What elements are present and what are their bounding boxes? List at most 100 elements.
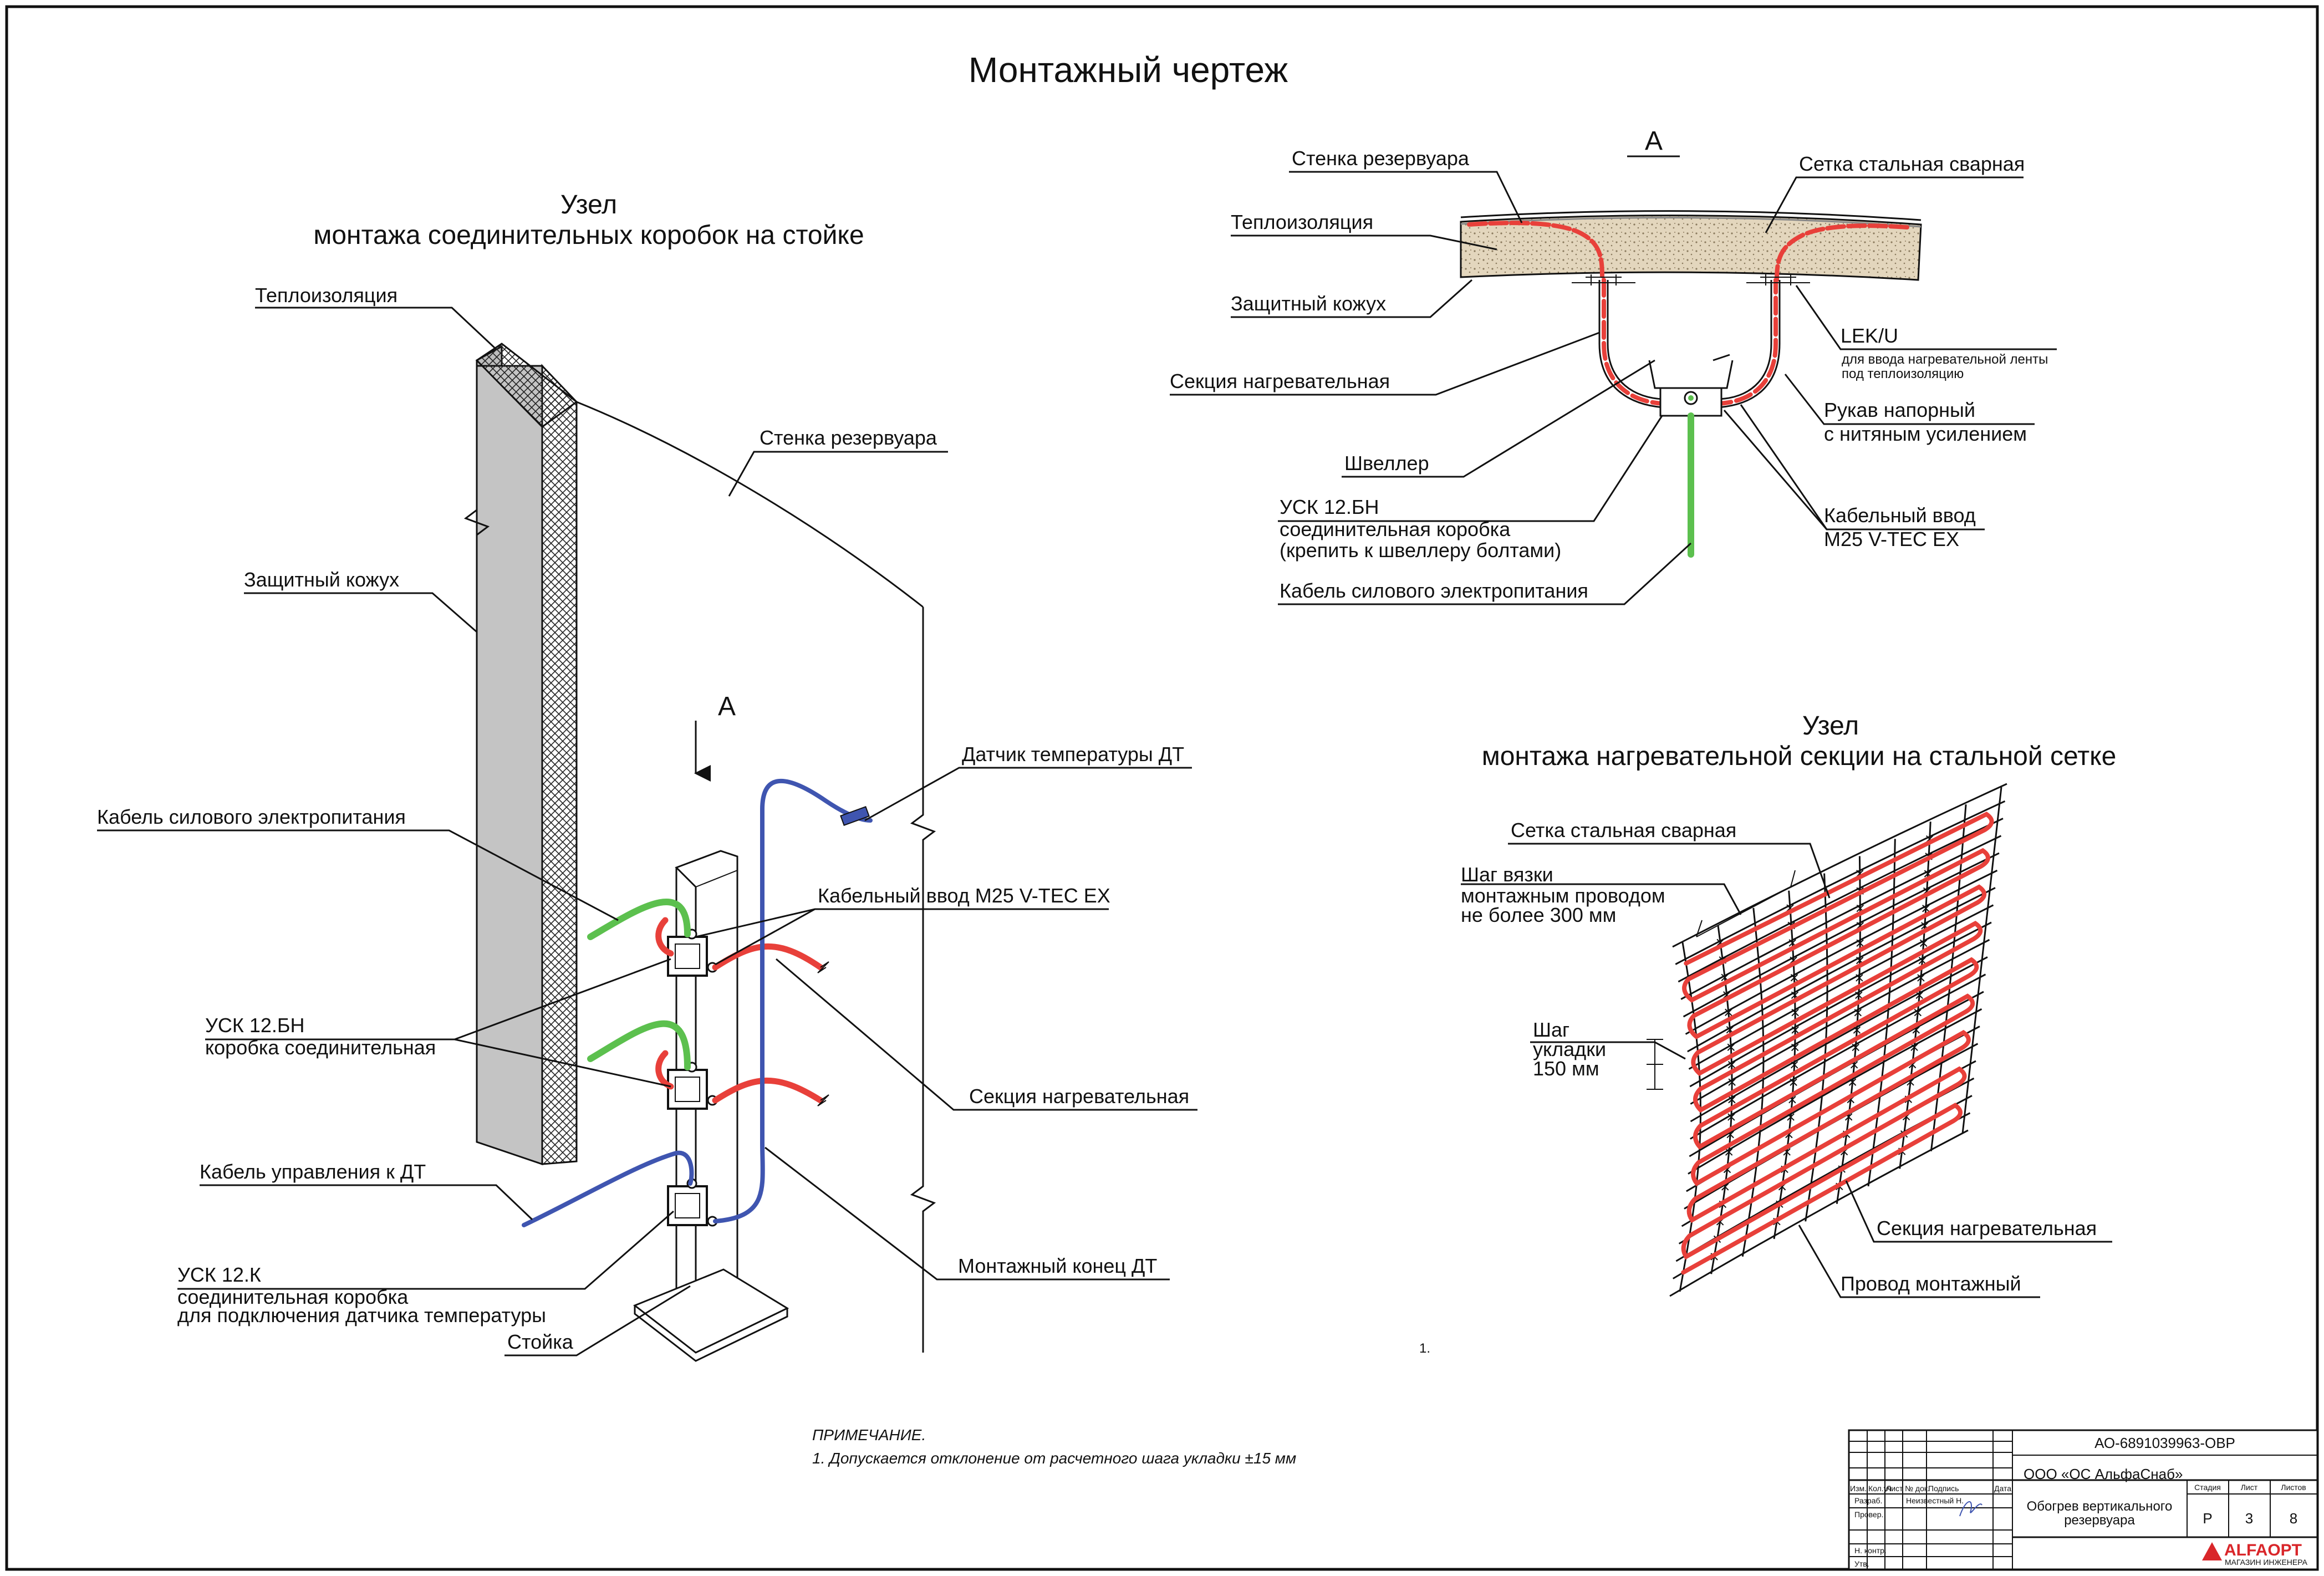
mesh-tie-mark — [1918, 956, 1927, 965]
mesh-tie-mark — [1856, 939, 1864, 947]
lbl-a-lek-sub1: для ввода нагревательной ленты — [1842, 352, 2048, 367]
lbl-a-usk-2: соединительная коробка — [1280, 518, 1511, 540]
view-letter: А — [718, 692, 736, 721]
mesh-tie-mark — [1728, 1078, 1736, 1086]
lbl-insulation: Теплоизоляция — [255, 284, 397, 307]
lbl-a-gland-1: Кабельный ввод — [1824, 504, 1976, 527]
heating-cable-2 — [712, 1077, 824, 1104]
left-node-title-2: монтажа соединительных коробок на стойке — [313, 221, 864, 250]
mesh-vertical-bar — [1961, 787, 2002, 1134]
temp-sensor — [840, 806, 870, 826]
lbl-m-lay-3: 150 мм — [1533, 1057, 1599, 1080]
mesh-node-title-2: монтажа нагревательной секции на стально… — [1482, 742, 2117, 771]
view-a: А Стенка резервуара Сетка стальная сварн… — [1170, 126, 2057, 605]
lbl-a-lek-sub2: под теплоизоляцию — [1842, 366, 1964, 381]
lbl-m-tie-3: не более 300 мм — [1461, 904, 1616, 926]
stamp-row-5: Утв. — [1854, 1559, 1869, 1568]
stamp-row-1: Разраб. — [1854, 1496, 1882, 1505]
mesh-tie-mark — [1853, 1026, 1861, 1034]
view-a-letter: А — [1645, 126, 1663, 156]
lbl-cable-gland: Кабельный ввод M25 V-TEC EX — [818, 884, 1110, 907]
mesh-horizontal-bar — [1687, 887, 1996, 1053]
note-header: ПРИМЕЧАНИЕ. — [812, 1426, 926, 1444]
mesh-tie-mark — [1727, 1060, 1736, 1069]
stamp-stage-label: Стадия — [2194, 1483, 2221, 1492]
lbl-a-channel: Швеллер — [1344, 452, 1429, 475]
mesh-heating-path — [1681, 812, 1994, 1275]
stamp-company: ООО «ОС АльфаСнаб» — [2024, 1466, 2183, 1482]
mesh-tie-mark — [1790, 1061, 1798, 1069]
lbl-a-tank-wall: Стенка резервуара — [1292, 147, 1470, 170]
mesh-horizontal-bar — [1672, 783, 2007, 948]
heating-in-hose — [1602, 278, 1778, 406]
lbl-m-wire: Провод монтажный — [1841, 1272, 2021, 1295]
mesh-horizontal-bar — [1688, 904, 1994, 1070]
lbl-m-lay-2: укладки — [1533, 1038, 1606, 1060]
stamp-sheet: 3 — [2245, 1510, 2253, 1527]
mesh-tie-mark — [1787, 1113, 1795, 1121]
lbl-a-casing: Защитный кожух — [1231, 292, 1386, 315]
mesh-tie-mark — [1855, 991, 1863, 999]
stamp-col-header: Дата — [1994, 1484, 2011, 1493]
stamp-col-header: № док. — [1905, 1484, 1930, 1493]
lbl-heating-section: Секция нагревательная — [969, 1085, 1189, 1108]
lbl-a-usk-1: УСК 12.БН — [1280, 496, 1379, 518]
mesh-tie-mark — [1914, 1008, 1922, 1017]
mesh-tie-mark — [1791, 1026, 1799, 1034]
lbl-m-lay-1: Шаг — [1533, 1018, 1569, 1041]
lbl-a-insulation: Теплоизоляция — [1231, 211, 1373, 233]
casing-front — [476, 365, 543, 1166]
mesh-horizontal-bar — [1685, 869, 1998, 1035]
lbl-post: Стойка — [507, 1330, 574, 1353]
mesh-tie-mark — [1915, 991, 1923, 999]
alfaopt-logo: ALFAOPT МАГАЗИН ИНЖЕНЕРА — [2202, 1541, 2308, 1567]
stamp-sheets: 8 — [2290, 1510, 2297, 1527]
heating-cable-1 — [712, 943, 824, 971]
mesh-tie-mark — [1791, 1043, 1799, 1052]
lbl-a-hose-2: с нитяным усилением — [1824, 422, 2027, 445]
stamp-object-1: Обогрев вертикального — [2027, 1499, 2173, 1514]
stamp-developer: Неизвестный Н. — [1906, 1496, 1964, 1505]
mesh-tie-mark — [1848, 1078, 1857, 1086]
mesh-tie-mark — [1922, 905, 1930, 912]
lbl-usk-k-1: УСК 12.К — [177, 1263, 261, 1286]
note-line-1: 1. Допускается отклонение от расчетного … — [812, 1450, 1296, 1467]
mesh-horizontal-bar — [1678, 818, 2004, 983]
insulation-strip — [541, 364, 578, 1165]
mesh-node: Узел монтажа нагревательной секции на ст… — [1461, 711, 2117, 1298]
power-cable-2 — [587, 1020, 691, 1070]
stray-mark: 1. — [1419, 1341, 1430, 1356]
lbl-a-usk-3: (крепить к швеллеру болтами) — [1280, 539, 1561, 562]
mesh-horizontal-bar — [1689, 921, 1992, 1088]
lbl-a-power-cable: Кабель силового электропитания — [1280, 579, 1588, 602]
control-cable — [522, 1150, 694, 1227]
mesh-tie-mark — [1727, 1043, 1735, 1051]
lbl-m-tie-2: монтажным проводом — [1461, 884, 1665, 907]
stamp-stage: Р — [2203, 1510, 2212, 1527]
mesh-tie-mark — [1910, 1043, 1918, 1051]
stamp-doc-code: АО-6891039963-ОВР — [2094, 1435, 2235, 1451]
lbl-a-gland-2: M25 V-TEC EX — [1824, 528, 1959, 550]
mesh-tie-mark — [1917, 974, 1925, 982]
page-title: Монтажный чертеж — [969, 50, 1288, 90]
mesh-tie-mark — [1725, 1008, 1732, 1016]
junction-box-3 — [667, 1178, 718, 1227]
lbl-tank-wall: Стенка резервуара — [760, 426, 937, 449]
left-node: Узел монтажа соединительных коробок на с… — [97, 190, 1197, 1362]
stamp-col-header: Подпись — [1928, 1484, 1959, 1493]
lbl-a-hose-1: Рукав напорный — [1824, 399, 1975, 421]
lbl-usk-k-2: соединительная коробка — [177, 1286, 409, 1308]
mesh-horizontal-bar — [1683, 852, 2000, 1018]
mesh-node-title-1: Узел — [1802, 711, 1859, 741]
mesh-tie-mark — [1791, 1008, 1799, 1017]
mesh-horizontal-bar — [1680, 835, 2002, 1000]
mesh-tie-mark — [1728, 1095, 1736, 1104]
tank-wall-curve — [576, 401, 924, 608]
sheet-frame — [5, 5, 2319, 1571]
lbl-casing: Защитный кожух — [244, 568, 399, 591]
stamp-row-4: Н. контр. — [1854, 1546, 1887, 1555]
lbl-usk-bn-2: коробка соединительная — [205, 1036, 436, 1059]
mesh-tie-mark — [1856, 974, 1863, 982]
stamp-sheet-label: Лист — [2241, 1483, 2258, 1492]
